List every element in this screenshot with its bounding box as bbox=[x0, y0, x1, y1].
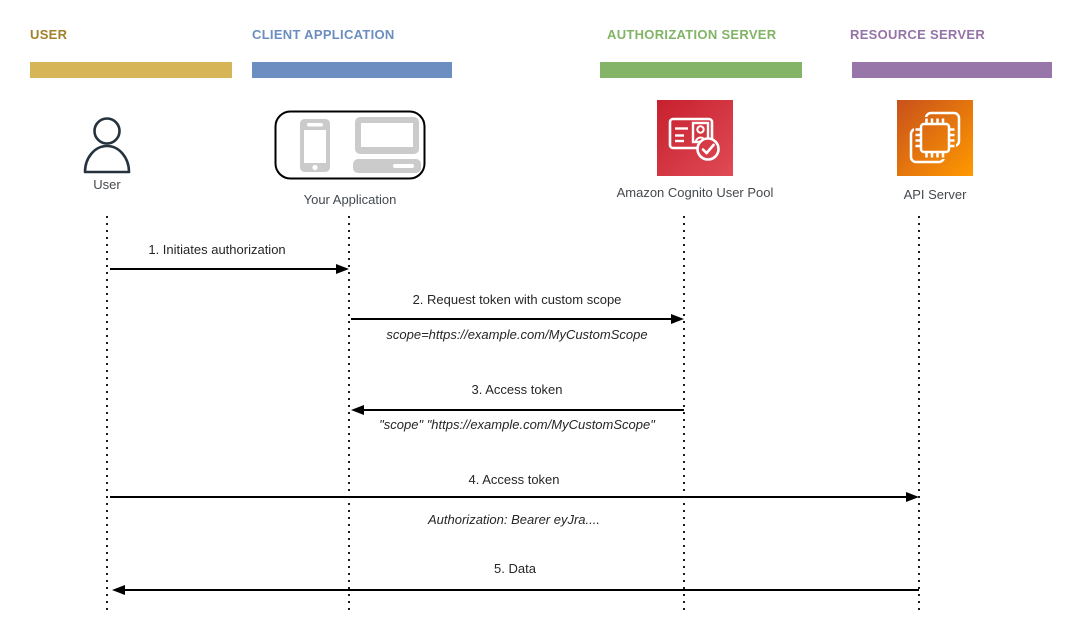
lane-bar-client-application bbox=[252, 62, 452, 78]
lane-header-client-application: CLIENT APPLICATION bbox=[252, 27, 395, 42]
actor-label-your-application: Your Application bbox=[303, 192, 397, 207]
arrowhead-right-icon bbox=[671, 314, 684, 324]
message-3-label: 3. Access token bbox=[471, 382, 563, 397]
lane-header-resource-server: RESOURCE SERVER bbox=[850, 27, 986, 42]
message-3-sublabel: "scope" "https://example.com/MyCustomSco… bbox=[379, 417, 655, 432]
lifeline-user bbox=[106, 216, 108, 615]
actor-label-amazon-cognito-user-pool: Amazon Cognito User Pool bbox=[616, 185, 774, 200]
amazon-cognito-id-card-check-icon bbox=[657, 100, 733, 176]
arrowhead-right-icon bbox=[906, 492, 919, 502]
mobile-and-desktop-devices-icon bbox=[274, 110, 426, 180]
actor-label-api-server: API Server bbox=[903, 187, 967, 202]
lane-bar-user bbox=[30, 62, 232, 78]
lane-bar-authorization-server bbox=[600, 62, 802, 78]
api-chip-icon bbox=[897, 100, 973, 176]
message-1-label: 1. Initiates authorization bbox=[148, 242, 286, 257]
lifeline-authorization-server bbox=[683, 216, 685, 615]
lane-bar-resource-server bbox=[852, 62, 1052, 78]
message-2-sublabel: scope=https://example.com/MyCustomScope bbox=[386, 327, 648, 342]
message-4-sublabel: Authorization: Bearer eyJra.... bbox=[428, 512, 600, 527]
lifeline-client-application bbox=[348, 216, 350, 615]
message-5-label: 5. Data bbox=[494, 561, 536, 576]
lifeline-resource-server bbox=[918, 216, 920, 615]
message-2-label: 2. Request token with custom scope bbox=[412, 292, 622, 307]
actor-label-user: User bbox=[93, 177, 121, 192]
person-outline-icon bbox=[75, 112, 139, 176]
message-4-label: 4. Access token bbox=[468, 472, 560, 487]
lane-header-authorization-server: AUTHORIZATION SERVER bbox=[607, 27, 777, 42]
lane-header-user: USER bbox=[30, 27, 68, 42]
arrowhead-left-icon bbox=[112, 585, 125, 595]
arrowhead-right-icon bbox=[336, 264, 349, 274]
arrowhead-left-icon bbox=[351, 405, 364, 415]
